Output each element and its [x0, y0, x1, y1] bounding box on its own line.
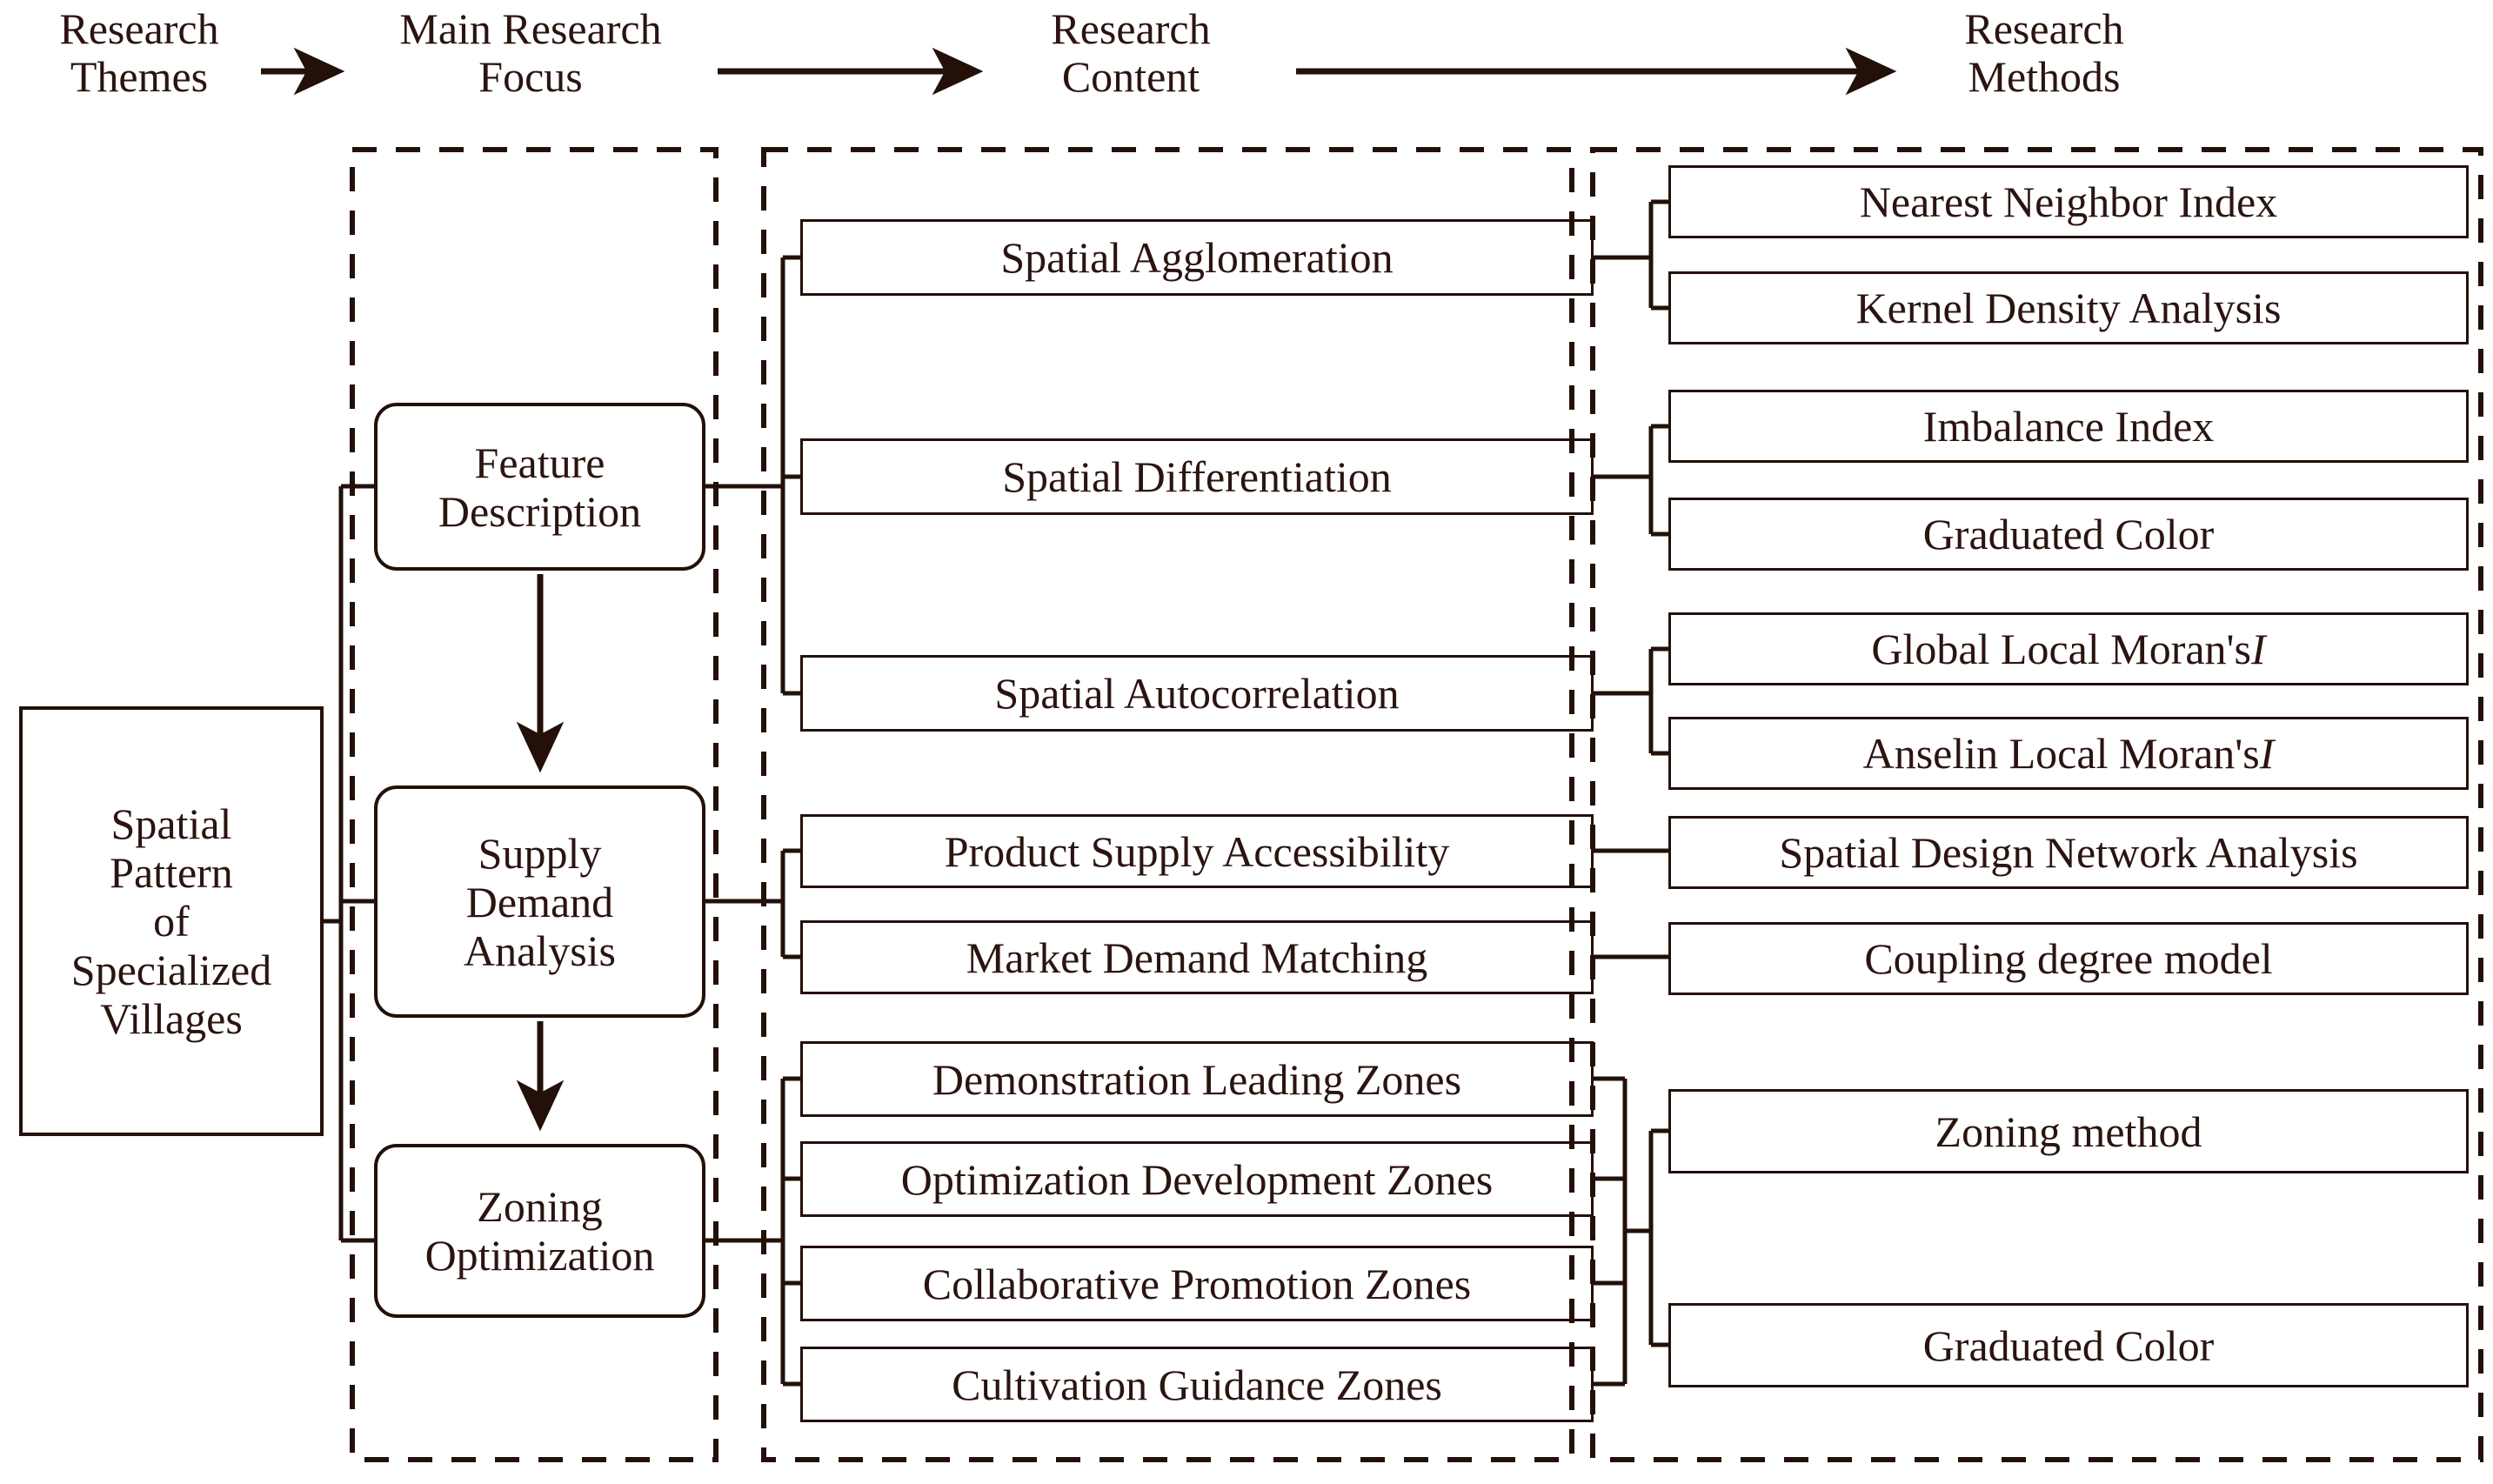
- node-imbalance-index[interactable]: Imbalance Index: [1668, 390, 2469, 463]
- node-spatial-differentiation[interactable]: Spatial Differentiation: [800, 438, 1594, 515]
- node-kernel-density-analysis[interactable]: Kernel Density Analysis: [1668, 271, 2469, 344]
- node-feature-description[interactable]: Feature Description: [374, 403, 705, 571]
- node-market-demand-matching[interactable]: Market Demand Matching: [800, 920, 1594, 994]
- column-header-research-methods: Research Methods: [1964, 4, 2124, 101]
- method-label: Anselin Local Moran's: [1862, 729, 2260, 778]
- node-coupling-degree-model[interactable]: Coupling degree model: [1668, 922, 2469, 995]
- content-column-frame: [761, 147, 1574, 1462]
- node-anselin-local-morans-i[interactable]: Anselin Local Moran's I: [1668, 717, 2469, 790]
- node-graduated-color-2[interactable]: Graduated Color: [1668, 1303, 2469, 1387]
- node-graduated-color-1[interactable]: Graduated Color: [1668, 498, 2469, 571]
- column-header-research-content: Research Content: [1051, 4, 1211, 101]
- method-label: Imbalance Index: [1922, 402, 2215, 451]
- focus-column-frame: [350, 147, 718, 1462]
- node-zoning-method[interactable]: Zoning method: [1668, 1089, 2469, 1173]
- method-label-italic: I: [2259, 729, 2275, 778]
- node-spatial-autocorrelation[interactable]: Spatial Autocorrelation: [800, 655, 1594, 732]
- method-label-italic: I: [2251, 625, 2266, 673]
- node-spatial-design-network-analysis[interactable]: Spatial Design Network Analysis: [1668, 816, 2469, 889]
- method-label: Graduated Color: [1922, 1320, 2215, 1370]
- column-header-main-research-focus: Main Research Focus: [399, 4, 662, 101]
- node-optimization-development-zones[interactable]: Optimization Development Zones: [800, 1141, 1594, 1217]
- method-label: Spatial Design Network Analysis: [1779, 828, 2358, 877]
- method-label: Zoning method: [1935, 1106, 2202, 1156]
- node-product-supply-accessibility[interactable]: Product Supply Accessibility: [800, 814, 1594, 888]
- node-demonstration-leading-zones[interactable]: Demonstration Leading Zones: [800, 1041, 1594, 1117]
- method-label: Graduated Color: [1922, 510, 2215, 558]
- node-spatial-agglomeration[interactable]: Spatial Agglomeration: [800, 219, 1594, 296]
- node-supply-demand-analysis[interactable]: Supply Demand Analysis: [374, 785, 705, 1018]
- method-label: Coupling degree model: [1864, 934, 2273, 983]
- node-zoning-optimization[interactable]: Zoning Optimization: [374, 1144, 705, 1318]
- node-global-local-morans-i[interactable]: Global Local Moran's I: [1668, 612, 2469, 685]
- methods-column-frame: [1590, 147, 2483, 1462]
- column-header-research-themes: Research Themes: [59, 4, 219, 101]
- method-label: Kernel Density Analysis: [1855, 284, 2282, 332]
- node-collaborative-promotion-zones[interactable]: Collaborative Promotion Zones: [800, 1246, 1594, 1321]
- method-label: Global Local Moran's: [1871, 625, 2251, 673]
- method-label: Nearest Neighbor Index: [1859, 177, 2278, 226]
- node-nearest-neighbor-index[interactable]: Nearest Neighbor Index: [1668, 165, 2469, 238]
- node-cultivation-guidance-zones[interactable]: Cultivation Guidance Zones: [800, 1347, 1594, 1422]
- node-spatial-pattern-of-specialized-villages[interactable]: Spatial Pattern of Specialized Villages: [19, 706, 324, 1136]
